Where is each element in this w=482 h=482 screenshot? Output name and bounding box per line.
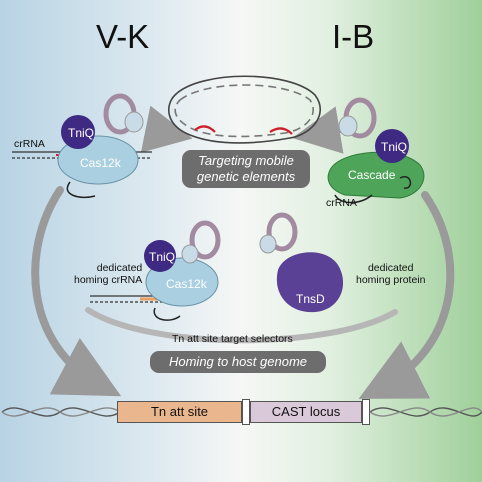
target-selectors-label: Tn att site target selectors [172,333,293,345]
cast-locus-label: CAST locus [271,404,341,419]
tn-att-site-label: Tn att site [150,404,209,419]
cas12k-label-homing: Cas12k [166,277,207,291]
right-end-marker [362,399,370,425]
tnsd-homing-complex [259,212,344,313]
dedicated-protein-line1: dedicated [367,262,414,274]
cascade-label: Cascade [348,168,396,182]
cycle-arrows [31,105,455,399]
left-end-marker [242,399,250,425]
crrna-label-left: crRNA [14,138,45,150]
tn-att-site-box: Tn att site [117,401,242,423]
host-genome-dna [1,407,482,417]
dedicated-crrna-line2: homing crRNA [74,274,143,286]
dedicated-crrna-line1: dedicated [96,262,143,274]
targeting-pill: Targeting mobile genetic elements [182,150,310,188]
crrna-label-right: crRNA [326,197,357,209]
vk-complex-top [12,93,152,199]
ib-complex-top [327,97,425,204]
tniq-label-vk: TniQ [68,126,95,140]
targeting-pill-line2: genetic elements [196,169,296,184]
vk-title: V-K [96,18,150,55]
ib-title: I-B [332,18,375,55]
mobile-element-plasmid [167,75,321,144]
targeting-pill-line1: Targeting mobile [198,153,294,168]
homing-pill: Homing to host genome [150,351,326,373]
dedicated-protein-line2: homing protein [356,274,426,286]
tniq-label-ib: TniQ [381,140,408,154]
dedicated-protein-label: dedicated homing protein [356,262,425,286]
vk-homing-complex [90,220,221,321]
dedicated-crrna-label: dedicated homing crRNA [74,262,142,286]
cas12k-label-top: Cas12k [80,156,121,170]
tnsd-label: TnsD [296,292,325,306]
tniq-label-homing: TniQ [149,250,176,264]
cast-locus-box: CAST locus [250,401,362,423]
